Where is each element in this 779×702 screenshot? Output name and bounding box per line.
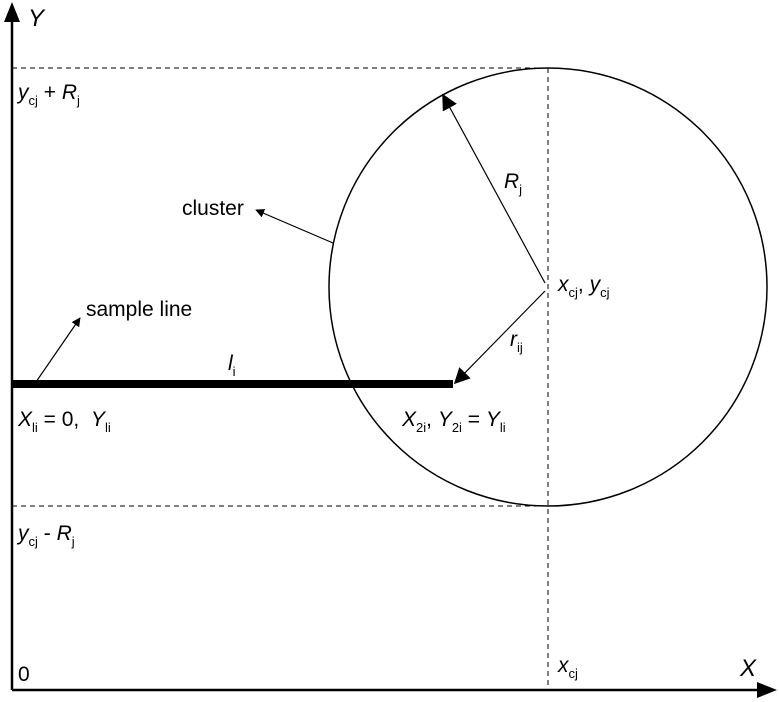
cluster-pointer-arrow	[255, 209, 334, 244]
center-label: xcj, ycj	[557, 273, 610, 300]
x-axis	[12, 682, 777, 698]
y-axis-label: Y	[28, 5, 46, 32]
cluster-label: cluster	[182, 197, 244, 220]
origin-label: 0	[18, 663, 30, 686]
start-point-label: Xli = 0, Yli	[17, 408, 111, 435]
line-length-label: li	[228, 352, 236, 379]
y-axis	[4, 2, 20, 690]
x-center-label: xcj	[557, 654, 578, 681]
y-bottom-label: ycj - Rj	[16, 522, 75, 549]
radius-r-arrow	[453, 290, 546, 385]
sample-line-pointer-arrow	[35, 317, 81, 383]
radius-r-label: rij	[510, 328, 523, 355]
end-point-label: X2i, Y2i = Yli	[401, 408, 506, 435]
y-axis-arrowhead	[4, 2, 20, 22]
x-axis-label: X	[739, 655, 757, 682]
sample-line-label: sample line	[86, 298, 192, 321]
x-axis-arrowhead	[757, 682, 777, 698]
radius-R-label: Rj	[504, 170, 522, 197]
radius-R-arrow	[442, 93, 546, 284]
cluster-circle	[328, 67, 768, 507]
y-top-label: ycj + Rj	[16, 81, 80, 108]
